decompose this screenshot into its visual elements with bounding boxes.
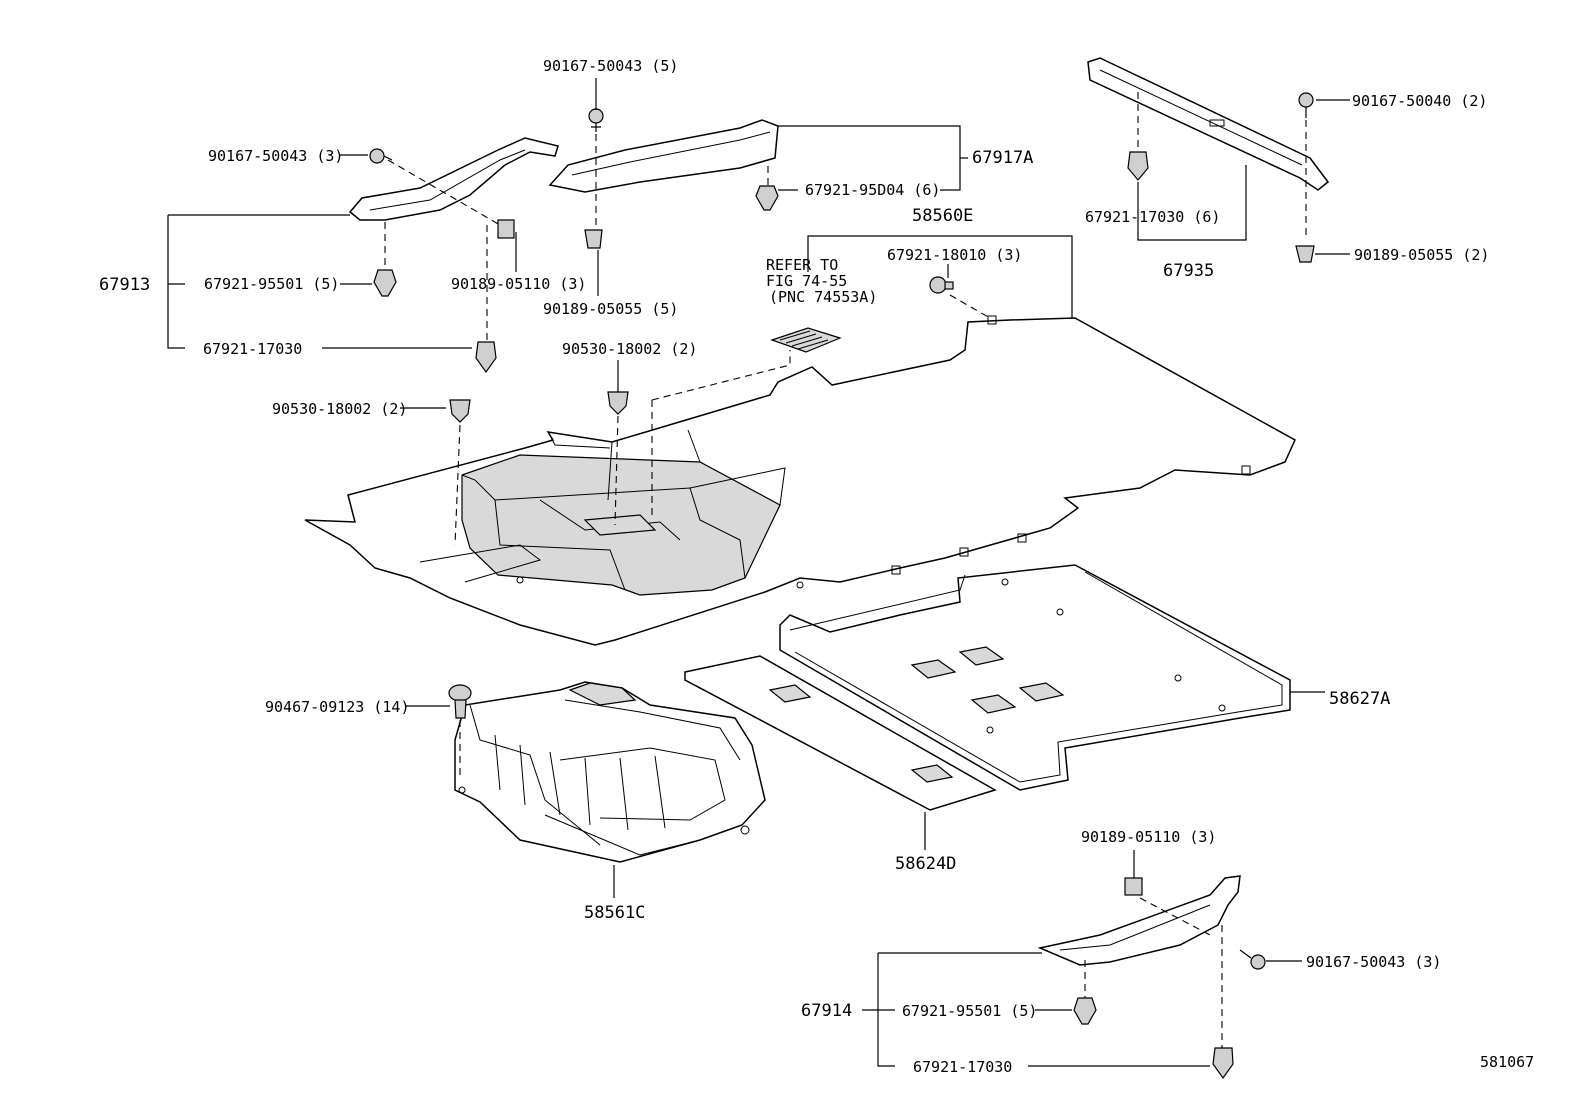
label-58560E: 58560E [912,206,973,226]
label-90189-05055-2: 90189-05055 (2) [1354,246,1489,264]
label-90467-09123: 90467-09123 (14) [265,698,410,716]
label-67935: 67935 [1163,261,1214,281]
rear-floor-mat-58627A [779,564,1291,791]
clip-icon [1073,997,1097,1025]
scuff-plate-67917A [548,119,779,193]
floor-carpet [304,315,1296,646]
label-58627A: 58627A [1329,689,1390,709]
scuff-plate-67913 [348,137,559,221]
leader-lines [167,78,1350,1067]
label-90189-05110-3-left: 90189-05110 (3) [451,275,586,293]
label-58561C: 58561C [584,903,645,923]
label-67921-17030-bottom: 67921-17030 [913,1058,1012,1076]
label-90167-50043-3-bottom: 90167-50043 (3) [1306,953,1441,971]
label-90167-50040: 90167-50040 (2) [1352,92,1487,110]
screw-icon [1298,92,1314,118]
scuff-plate-67914 [1037,875,1241,966]
refer-note-line3: (PNC 74553A) [769,288,877,306]
label-67921-18010: 67921-18010 (3) [887,246,1022,264]
label-67921-17030-6: 67921-17030 (6) [1085,208,1220,226]
push-clip-icon [607,391,629,415]
nut-icon [1295,245,1315,263]
label-90167-50043-3: 90167-50043 (3) [208,147,343,165]
callout-labels: 90167-50043 (5) 90167-50043 (3) 67917A 6… [99,57,1534,1076]
nut-icon [497,219,515,239]
clip-icon [1212,1047,1234,1080]
label-90189-05110-3-bottom: 90189-05110 (3) [1081,828,1216,846]
screw-icon [369,148,393,164]
label-67921-17030-left: 67921-17030 [203,340,302,358]
clip-icon [448,684,472,719]
label-67921-95D04: 67921-95D04 (6) [805,181,940,199]
nut-icon [1124,877,1143,896]
clip-icon [475,341,497,374]
label-58624D: 58624D [895,854,956,874]
screw-icon [588,108,604,132]
nut-icon [584,229,603,249]
refer-note-line1: REFER TO [766,256,838,274]
label-90530-18002-center: 90530-18002 (2) [562,340,697,358]
floor-strip-58624D [684,655,997,811]
label-67921-95501-5-left: 67921-95501 (5) [204,275,339,293]
label-67917A: 67917A [972,148,1033,168]
label-90189-05055-5: 90189-05055 (5) [543,300,678,318]
clip-icon [755,185,779,211]
fasteners [369,92,1315,1080]
clip-icon [929,276,954,294]
push-clip-icon [449,399,471,423]
clip-icon [373,269,397,297]
dashed-guides [384,92,1307,1048]
storage-tray-58561C [454,681,766,863]
label-90530-18002-left: 90530-18002 (2) [272,400,407,418]
diagram-id: 581067 [1480,1053,1534,1071]
label-90167-50043-5: 90167-50043 (5) [543,57,678,75]
vent-grille [770,327,842,353]
refer-note-line2: FIG 74-55 [766,272,847,290]
label-67913: 67913 [99,275,150,295]
refer-note: REFER TO FIG 74-55 (PNC 74553A) [766,256,877,306]
label-67914: 67914 [801,1001,852,1021]
rear-trim-67935 [1087,57,1330,191]
label-67921-95501-5-bottom: 67921-95501 (5) [902,1002,1037,1020]
screw-icon [1239,949,1266,970]
clip-icon [1127,151,1149,181]
